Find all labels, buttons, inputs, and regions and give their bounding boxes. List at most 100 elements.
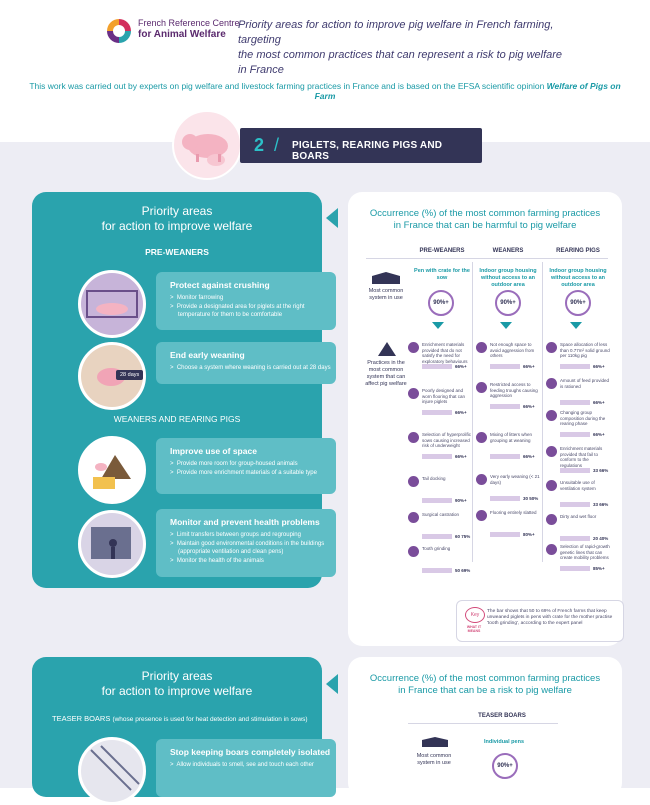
intro-italic: Welfare of Pigs on Farm	[314, 81, 621, 101]
practice-text: Enrichment materials provided that fail …	[560, 446, 603, 468]
practice-icon	[408, 546, 419, 557]
practice-icon	[476, 474, 487, 485]
practice-icon	[546, 342, 557, 353]
age-tag: 28 days	[116, 370, 144, 380]
section-number: 2	[254, 135, 265, 155]
card-items: > Choose a system where weaning is carri…	[170, 364, 331, 373]
panel-title-line1: Priority areas	[141, 669, 213, 683]
barn-icon	[372, 272, 400, 284]
card-improve-space: Improve use of space > Provide more room…	[156, 438, 336, 494]
practice-bar	[490, 532, 520, 537]
card-items: > Limit transfers between groups and reg…	[170, 531, 324, 565]
practice-pct: 66%+	[455, 410, 467, 415]
system-label: Indoor group housing without access to a…	[549, 268, 607, 288]
practice-bar	[490, 454, 520, 459]
card-item: > Provide a designated area for piglets …	[170, 303, 305, 310]
card-item: > Limit transfers between groups and reg…	[170, 532, 301, 538]
practice-bar	[422, 534, 452, 539]
priority-panel: Priority areas for action to improve wel…	[32, 192, 336, 588]
practice-pct: 66%+	[523, 364, 535, 369]
card-health: Monitor and prevent health problems > Li…	[156, 509, 336, 577]
practice-icon	[476, 510, 487, 521]
practice-icon	[408, 432, 419, 443]
occurrence-title-line2: in France that can be harmful to pig wel…	[393, 220, 577, 231]
pig-illustration	[172, 110, 242, 180]
practice-bar	[560, 502, 590, 507]
occurrence-badge: 90%+	[495, 290, 521, 316]
practice-icon	[476, 342, 487, 353]
intro-text: This work was carried out by experts on …	[20, 81, 630, 101]
practice-bar	[560, 536, 590, 541]
occurrence-badge: 90%+	[492, 753, 518, 779]
key-badge: Key	[465, 607, 485, 623]
health-image	[78, 510, 146, 578]
practice-icon	[408, 476, 419, 487]
logo-line1: French Reference Centre	[138, 18, 240, 28]
barn-icon	[422, 737, 448, 747]
practice-bar	[490, 364, 520, 369]
key-text: The bar shows that 50 to 69% of French f…	[487, 609, 613, 626]
card-item: > Monitor the health of the animals	[170, 557, 264, 564]
practice-text: Amount of feed provided is rationed	[560, 378, 610, 389]
chevron-down-icon	[570, 322, 582, 329]
card-item: temperature for them to be comfortable	[178, 312, 283, 318]
card-item: > Monitor farrowing	[170, 295, 224, 301]
practice-icon	[408, 512, 419, 523]
practice-text: Poorly designed and worn flooring that c…	[422, 388, 466, 405]
warning-icon	[378, 342, 396, 356]
heading-label: TEASER BOARS	[52, 714, 111, 723]
practice-bar	[422, 364, 452, 369]
card-title: Improve use of space	[170, 446, 257, 456]
practice-text: Flooring entirely slatted	[490, 510, 537, 515]
practice-icon	[546, 544, 557, 555]
occurrence-title-line2: in France that can be a risk to pig welf…	[398, 685, 572, 696]
logo-line2: for Animal Welfare	[138, 29, 226, 40]
heading-weaners: WEANERS AND REARING PIGS	[113, 414, 241, 424]
section-title: PIGLETS, REARING PIGS AND BOARS	[292, 140, 443, 162]
occurrence-card: Occurrence (%) of the most common farmin…	[348, 192, 622, 646]
practice-icon	[546, 480, 557, 491]
practice-pct: 33 66%	[593, 468, 609, 473]
logo-text: French Reference Centre for Animal Welfa…	[138, 18, 240, 40]
intro-main: This work was carried out by experts on …	[29, 81, 547, 91]
system-label: Pen with crate for the sow	[414, 268, 470, 281]
key-note: Key WHAT IT MEANS The bar shows that 50 …	[456, 600, 624, 642]
practice-text: Mixing of litters when grouping at weani…	[490, 432, 533, 443]
practice-text: Changing group composition during the re…	[560, 410, 606, 427]
practice-text: Unsuitable use of ventilation system	[560, 480, 596, 491]
card-title: Stop keeping boars completely isolated	[170, 747, 331, 757]
section-slash: /	[274, 135, 280, 155]
card-protect-crushing: Protect against crushing > Monitor farro…	[156, 272, 336, 330]
key-caption: WHAT IT MEANS	[466, 625, 482, 633]
practice-bar	[422, 410, 452, 415]
card-items: > Allow individuals to smell, see and to…	[170, 761, 314, 770]
practice-pct: 33 66%	[593, 502, 609, 507]
column-header: REARING PIGS	[556, 248, 600, 254]
card-end-early-weaning: End early weaning > Choose a system wher…	[156, 342, 336, 384]
practice-bar	[490, 496, 520, 501]
pointer-arrow	[326, 208, 338, 228]
section-header: 2 / PIGLETS, REARING PIGS AND BOARS	[240, 128, 482, 163]
panel-title: Priority areas for action to improve wel…	[32, 204, 322, 234]
panel-title-line1: Priority areas	[141, 204, 213, 218]
practice-pct: 90%+	[455, 498, 467, 503]
card-item: > Allow individuals to smell, see and to…	[170, 762, 314, 768]
practice-bar	[422, 568, 452, 573]
practice-bar	[490, 404, 520, 409]
divider	[408, 723, 558, 724]
practice-text: Tooth grinding	[422, 546, 451, 551]
column-divider	[472, 262, 473, 562]
farrowing-image	[78, 270, 146, 338]
pig-icon	[182, 134, 228, 166]
card-items: > Monitor farrowing > Provide a designat…	[170, 294, 305, 320]
practice-pct: 66%+	[523, 454, 535, 459]
farmer-icon	[81, 513, 143, 575]
practice-pct: 80%+	[523, 532, 535, 537]
column-header: WEANERS	[492, 248, 524, 254]
card-title: End early weaning	[170, 350, 245, 360]
occurrence-badge: 90%+	[565, 290, 591, 316]
practice-text: Selection of hyperprolific sows causing …	[422, 432, 472, 449]
practice-icon	[546, 410, 557, 421]
